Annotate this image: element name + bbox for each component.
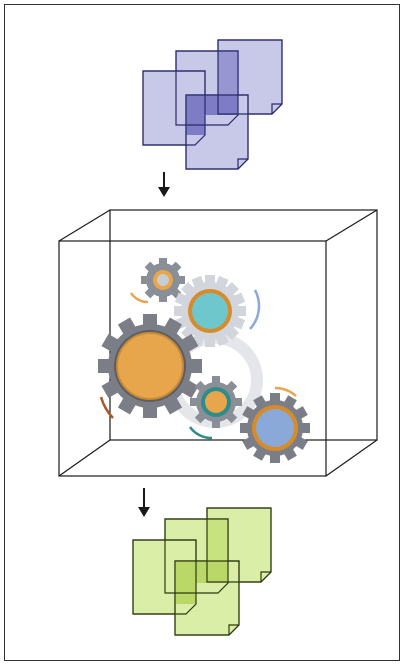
rotation-arc-icon <box>129 292 149 304</box>
input-document-overlap <box>186 95 205 135</box>
rotation-arc-icon <box>99 396 114 419</box>
output-document-overlap <box>196 561 228 583</box>
gear-center-icon <box>190 376 242 428</box>
flow-arrow-down-icon <box>158 172 170 197</box>
flow-arrow-down-icon <box>138 488 150 517</box>
rotation-arc-icon <box>274 386 297 397</box>
gear-large-icon <box>98 314 202 418</box>
gear-teal-icon <box>174 275 246 347</box>
input-document-stack-icon <box>142 39 283 170</box>
output-document-stack-icon <box>132 507 272 636</box>
rotation-arc-icon <box>188 426 213 440</box>
rotation-arc-icon <box>249 289 261 330</box>
gears-icon <box>98 258 310 463</box>
input-document-overlap <box>205 95 238 115</box>
process-box <box>58 209 378 477</box>
gear-blue-icon <box>240 393 310 463</box>
gear-small-icon <box>141 258 185 302</box>
figure-frame <box>4 4 400 661</box>
output-document-overlap <box>175 561 196 604</box>
